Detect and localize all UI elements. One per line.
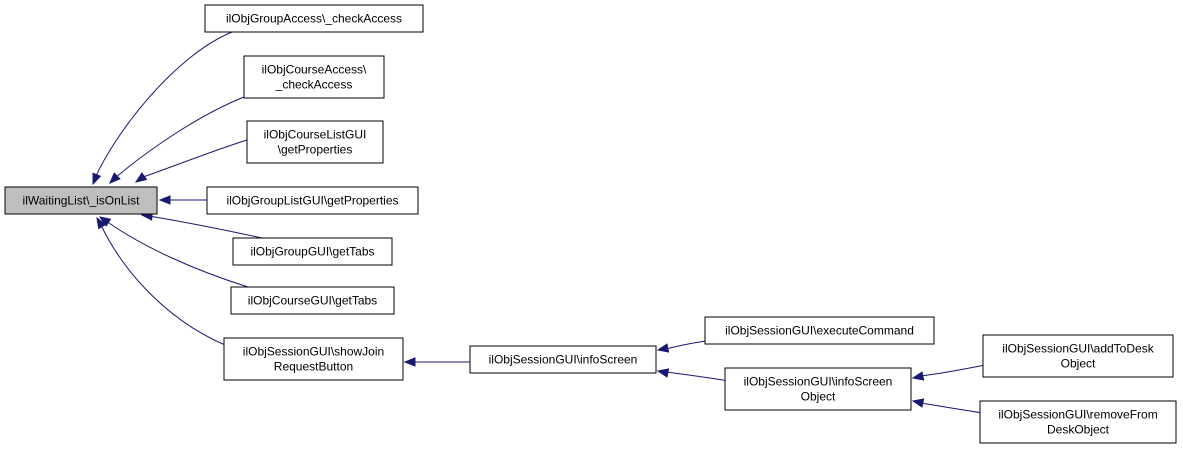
node-crsgui[interactable]: ilObjCourseGUI\getTabs: [230, 286, 395, 315]
node-box[interactable]: [982, 334, 1174, 378]
edge-sessinfo-to-sessjoin: [403, 357, 470, 367]
edge-crsgui-to-root: [98, 216, 249, 288]
node-root[interactable]: ilWaitingList\_isOnList: [4, 186, 158, 215]
node-grplist[interactable]: ilObjGroupListGUI\getProperties: [206, 186, 419, 215]
node-crsacc[interactable]: ilObjCourseAccess\_checkAccess: [243, 55, 385, 99]
edge-grplist-to-root: [158, 195, 207, 205]
node-box[interactable]: [243, 55, 385, 99]
node-label: DeskObject: [1047, 423, 1110, 437]
edge-crslist-to-root: [134, 139, 248, 183]
arrowhead: [134, 172, 148, 183]
edge-sessadd-to-sessinfoobj: [911, 364, 986, 381]
node-box[interactable]: [232, 237, 393, 266]
edge-line: [920, 364, 986, 377]
arrowhead: [96, 216, 107, 230]
node-label: ilObjCourseListGUI: [264, 128, 367, 142]
node-box[interactable]: [230, 286, 395, 315]
nodes-layer: ilWaitingList\_isOnList ilObjGroupAccess\…: [4, 4, 1177, 444]
edge-line: [105, 220, 249, 288]
arrowhead: [656, 343, 670, 353]
arrowhead: [911, 371, 925, 381]
node-box[interactable]: [206, 186, 419, 215]
node-label: ilObjCourseAccess\: [262, 63, 367, 77]
node-sessinfo[interactable]: ilObjSessionGUI\infoScreen: [469, 345, 657, 374]
arrowhead: [403, 357, 416, 367]
node-label: Object: [1061, 357, 1096, 371]
node-box[interactable]: [469, 345, 657, 374]
edge-line: [114, 96, 245, 179]
node-label: ilObjGroupAccess\_checkAccess: [226, 12, 402, 26]
edge-sessrem-to-sessinfoobj: [911, 398, 984, 414]
edge-line: [142, 139, 248, 178]
node-label: ilObjSessionGUI\removeFrom: [998, 408, 1157, 422]
arrowhead: [92, 172, 102, 186]
edge-sessinfoobj-to-sessinfo: [656, 368, 736, 383]
node-label: ilObjSessionGUI\infoScreen: [489, 353, 638, 367]
node-label: ilObjSessionGUI\showJoin: [243, 345, 384, 359]
node-crslist[interactable]: ilObjCourseListGUI\getProperties: [246, 120, 384, 164]
edge-line: [100, 224, 239, 351]
node-label: ilWaitingList\_isOnList: [23, 194, 141, 208]
node-label: Object: [801, 390, 836, 404]
edge-sessjoin-to-root: [96, 216, 239, 351]
edge-grpacc-to-root: [92, 31, 233, 186]
arrowhead: [98, 216, 112, 227]
node-grpgui[interactable]: ilObjGroupGUI\getTabs: [232, 237, 393, 266]
node-label: ilObjGroupListGUI\getProperties: [226, 194, 398, 208]
node-label: ilObjCourseGUI\getTabs: [248, 294, 377, 308]
node-box[interactable]: [4, 186, 158, 215]
arrowhead: [158, 195, 171, 205]
edge-sessexec-to-sessinfo: [656, 339, 713, 353]
edge-grpgui-to-root: [140, 211, 263, 239]
edge-line: [148, 215, 263, 239]
node-label: ilObjSessionGUI\executeCommand: [725, 324, 914, 338]
edge-crsacc-to-root: [109, 96, 245, 184]
node-label: ilObjSessionGUI\addToDesk: [1002, 342, 1154, 356]
node-box[interactable]: [724, 367, 912, 411]
node-box[interactable]: [704, 316, 935, 345]
node-label: \getProperties: [278, 143, 353, 157]
node-box[interactable]: [979, 400, 1177, 444]
arrowhead: [109, 172, 121, 184]
edge-line: [920, 402, 984, 414]
node-box[interactable]: [204, 4, 424, 33]
arrowhead: [911, 398, 925, 408]
node-label: RequestButton: [274, 360, 353, 374]
node-label: ilObjSessionGUI\infoScreen: [744, 375, 893, 389]
arrowhead: [656, 368, 670, 378]
edge-line: [94, 31, 233, 179]
node-label: ilObjGroupGUI\getTabs: [250, 245, 374, 259]
node-box[interactable]: [246, 120, 384, 164]
node-label: _checkAccess: [275, 78, 353, 92]
node-sessexec[interactable]: ilObjSessionGUI\executeCommand: [704, 316, 935, 345]
node-box[interactable]: [223, 337, 404, 381]
node-grpacc[interactable]: ilObjGroupAccess\_checkAccess: [204, 4, 424, 33]
